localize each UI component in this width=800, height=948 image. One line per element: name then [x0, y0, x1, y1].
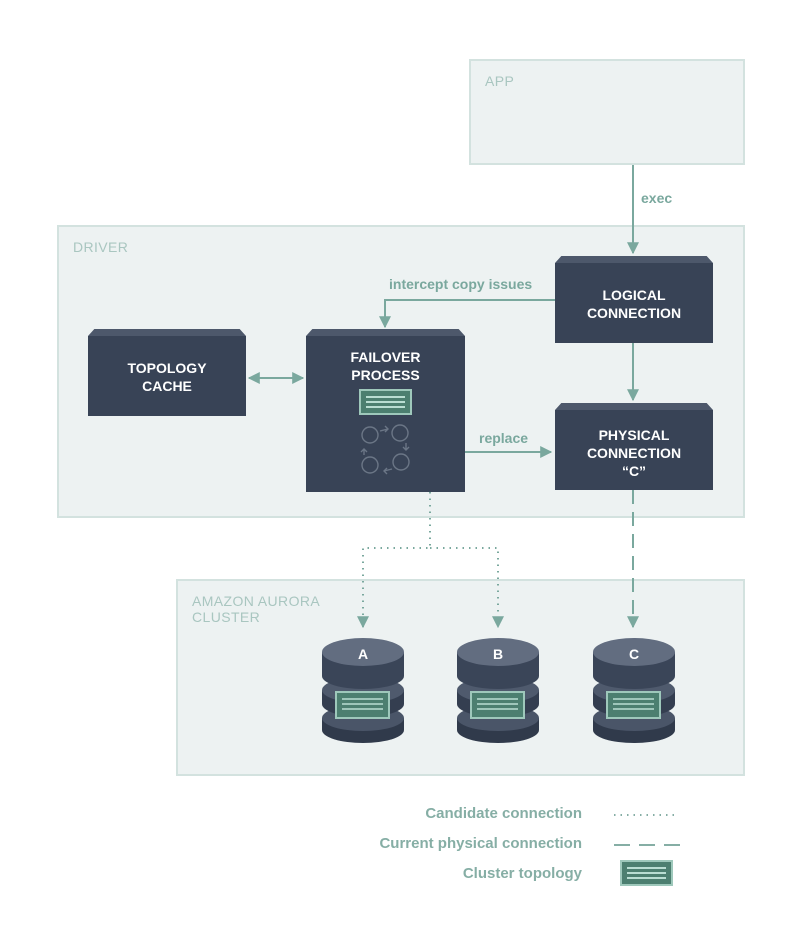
physical-connection-node: PHYSICAL CONNECTION “C” [555, 410, 713, 490]
failover-process-label: FAILOVER PROCESS [350, 349, 421, 383]
database-c: C [593, 632, 675, 747]
candidate-connection-line [357, 492, 431, 629]
database-b: B [457, 632, 539, 747]
database-cylinder-icon [593, 638, 675, 743]
exec-label: exec [641, 190, 673, 206]
cluster-topology-icon [359, 389, 412, 415]
physical-connection-label: PHYSICAL CONNECTION “C” [586, 427, 682, 479]
legend-topology-icon [620, 860, 673, 886]
driver-region-label: DRIVER [73, 239, 129, 255]
app-region: APP [469, 59, 745, 165]
legend-candidate-label: Candidate connection [425, 805, 582, 822]
failover-process-node: FAILOVER PROCESS [306, 336, 465, 492]
topology-cache-node: TOPOLOGY CACHE [88, 336, 246, 416]
legend-topology-label: Cluster topology [462, 865, 582, 882]
intercept-label: intercept copy issues [389, 276, 533, 292]
database-cylinder-icon [457, 638, 539, 743]
database-a-label: A [357, 646, 369, 662]
topology-cache-label: TOPOLOGY CACHE [127, 360, 207, 394]
app-region-label: APP [485, 73, 515, 89]
failover-cycle-icon [360, 424, 410, 475]
intercept-arrow [379, 299, 555, 329]
database-c-label: C [628, 646, 640, 662]
replace-label: replace [479, 430, 529, 446]
cluster-region-label: AMAZON AURORA CLUSTER [192, 593, 321, 625]
legend-current-label: Current physical connection [379, 835, 582, 852]
logical-connection-label: LOGICAL CONNECTION [586, 287, 682, 321]
database-b-label: B [492, 646, 504, 662]
database-a: A [322, 632, 404, 747]
candidate-connection-line [430, 547, 504, 629]
logical-connection-node: LOGICAL CONNECTION [555, 263, 713, 343]
database-cylinder-icon [322, 638, 404, 743]
